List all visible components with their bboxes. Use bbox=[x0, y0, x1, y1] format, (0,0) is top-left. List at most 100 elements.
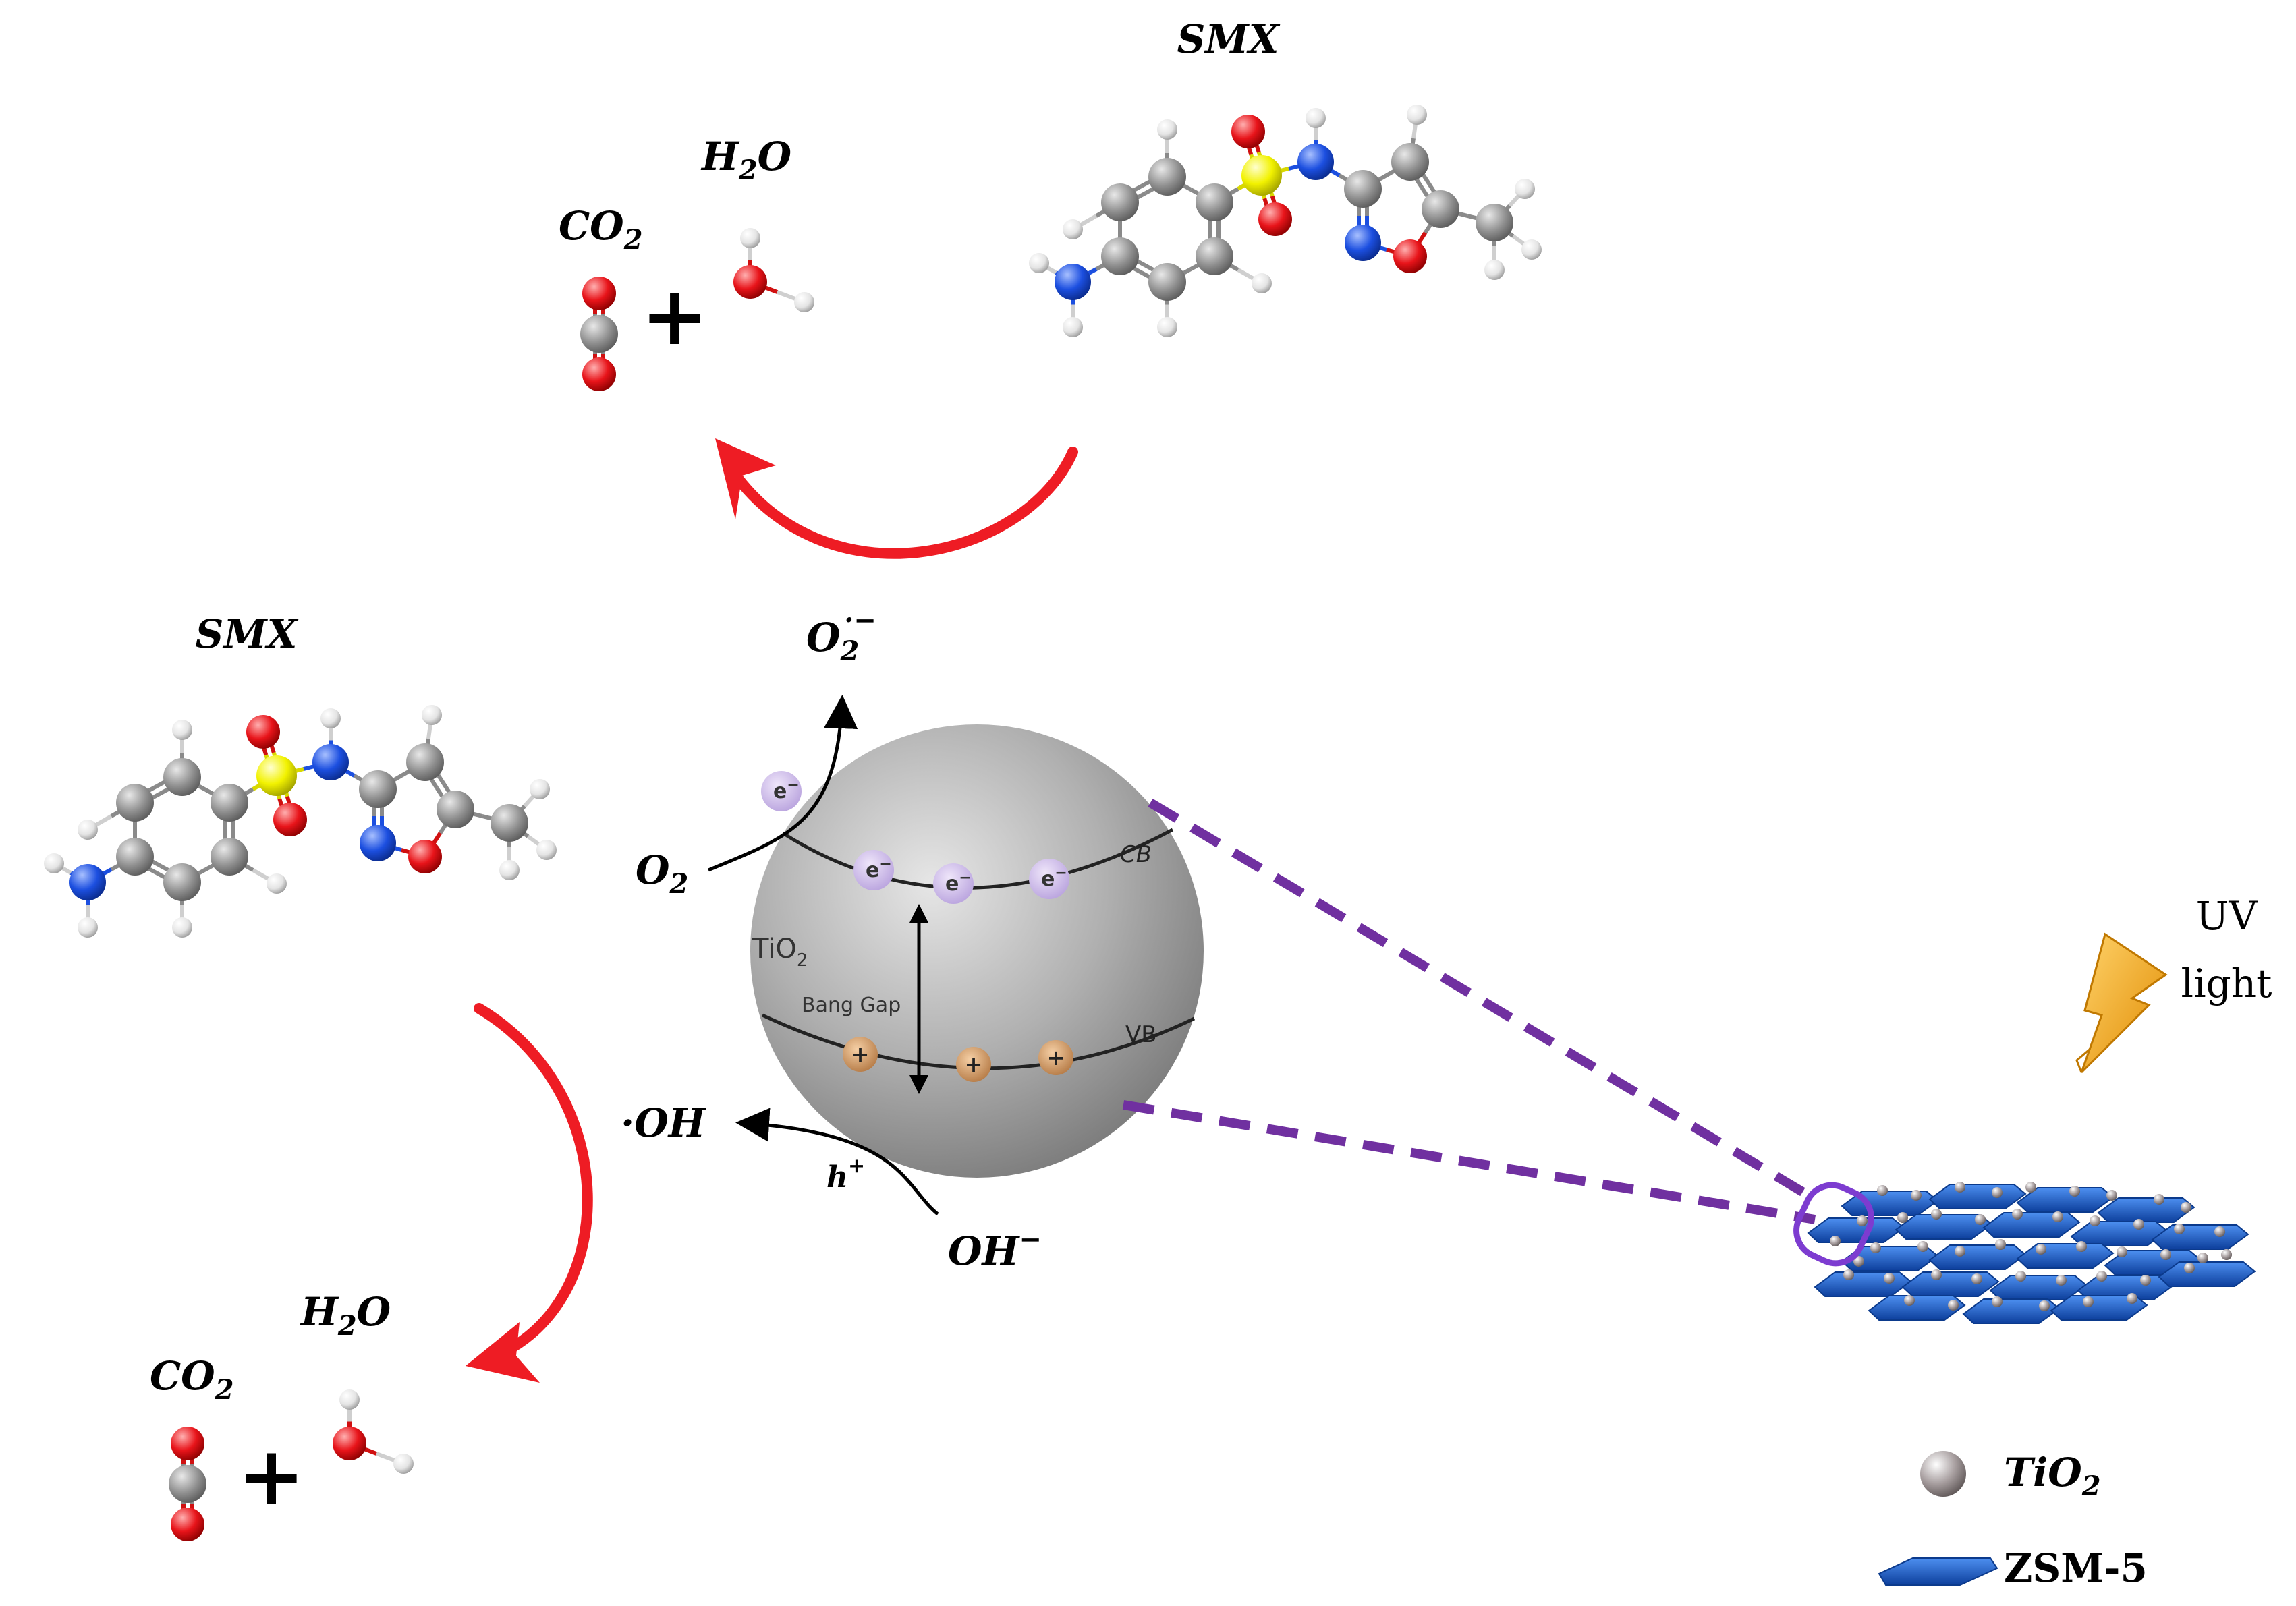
oxygen-atom bbox=[246, 715, 280, 749]
hole-label: h+ bbox=[827, 1154, 865, 1195]
tio2-sphere-label: TiO2 bbox=[752, 934, 808, 971]
tio2-particle-icon bbox=[1830, 1236, 1841, 1246]
tio2-particle-icon bbox=[1948, 1300, 1959, 1311]
hydrogen-atom bbox=[267, 873, 287, 894]
tio2-particle-icon bbox=[1857, 1215, 1868, 1226]
hydrogen-atom bbox=[44, 853, 64, 873]
hydrogen-atom bbox=[172, 720, 192, 740]
hole-symbol: + bbox=[1047, 1045, 1065, 1070]
plus-sign-top: + bbox=[641, 270, 709, 364]
nitrogen-atom bbox=[360, 825, 396, 861]
carbon-atom bbox=[359, 770, 397, 808]
tio2-particle-icon bbox=[2039, 1300, 2050, 1311]
carbon-atom bbox=[1196, 183, 1233, 221]
carbon-atom bbox=[1148, 263, 1186, 301]
carbon-atom bbox=[169, 1465, 206, 1503]
tio2-particle-icon bbox=[2106, 1190, 2117, 1201]
hydrogen-atom bbox=[1063, 219, 1083, 239]
nitrogen-atom bbox=[1297, 144, 1334, 180]
tio2-particle-icon bbox=[1904, 1295, 1915, 1306]
zsm5-crystal-icon bbox=[1868, 1295, 1966, 1321]
tio2-particle-icon bbox=[2214, 1226, 2225, 1237]
band-gap-arrowhead-down bbox=[909, 1075, 928, 1094]
zsm5-crystal-icon bbox=[2097, 1197, 2195, 1223]
red-arrowhead-top bbox=[715, 438, 776, 519]
co2-molecule-top bbox=[580, 277, 618, 391]
electron-icon bbox=[761, 771, 802, 811]
zoom-dashed-line-bottom bbox=[1122, 1100, 1816, 1224]
h2o-molecule-top bbox=[733, 228, 814, 312]
hydroxide-label: OH− bbox=[948, 1224, 1042, 1274]
oxygen-atom bbox=[582, 277, 616, 310]
tio2-particle-icon bbox=[1992, 1296, 2003, 1307]
electron-icon bbox=[853, 850, 894, 890]
hydrogen-atom bbox=[320, 708, 341, 728]
zsm5-crystal-icon bbox=[2016, 1243, 2115, 1269]
tio2-particle-icon bbox=[2117, 1246, 2127, 1257]
tio2-particle-icon bbox=[2052, 1211, 2063, 1222]
tio2-particle-icon bbox=[2012, 1209, 2023, 1220]
hydrogen-atom bbox=[1029, 253, 1049, 273]
hydrogen-atom bbox=[1407, 105, 1427, 125]
hydrogen-atom bbox=[1515, 179, 1535, 199]
tio2-particle-icon bbox=[2221, 1249, 2232, 1260]
svg-text:H2O: H2O bbox=[700, 134, 792, 186]
carbon-atom bbox=[406, 743, 444, 781]
tio2-particle-icon bbox=[1911, 1190, 1922, 1201]
tio2-particle-icon bbox=[2076, 1241, 2087, 1252]
tio2-particle-icon bbox=[1971, 1273, 1982, 1284]
smx-molecule-left bbox=[44, 705, 557, 938]
smx-molecule-top bbox=[1029, 105, 1542, 337]
tio2-particle-icon bbox=[2036, 1244, 2046, 1255]
hydrogen-atom bbox=[339, 1389, 360, 1410]
cb-label: CB bbox=[1120, 841, 1152, 868]
zsm5-crystal-icon bbox=[2070, 1221, 2168, 1246]
hole-icon bbox=[956, 1047, 991, 1082]
oxygen-atom bbox=[171, 1427, 204, 1460]
carbon-atom bbox=[1391, 143, 1429, 181]
zsm5-crystal-icon bbox=[1982, 1212, 2081, 1238]
hydrogen-atom bbox=[78, 820, 98, 840]
hydrogen-atom bbox=[1063, 317, 1083, 337]
smx-top-label: SMX bbox=[1177, 16, 1280, 62]
tio2-particle-icon bbox=[2127, 1293, 2137, 1304]
tio2-particle-icon bbox=[1955, 1246, 1965, 1257]
zsm5-crystal-icon bbox=[2158, 1261, 2256, 1287]
tio2-particle-icon bbox=[1955, 1182, 1965, 1193]
svg-text:TiO2: TiO2 bbox=[2004, 1450, 2101, 1502]
legend-zsm5-label: ZSM-5 bbox=[2004, 1545, 2148, 1591]
co2-label-bottom: CO2 bbox=[150, 1353, 234, 1406]
electron-icon bbox=[1029, 859, 1069, 899]
tio2-particle-icon bbox=[2184, 1263, 2195, 1273]
legend-tio2-icon bbox=[1920, 1451, 1966, 1497]
carbon-atom bbox=[1476, 204, 1513, 241]
hydrogen-atom bbox=[530, 779, 550, 799]
tio2-particle-icon bbox=[1843, 1269, 1854, 1280]
tio2-particle-icon bbox=[1870, 1242, 1881, 1253]
band-gap-arrowhead-up bbox=[909, 904, 928, 923]
carbon-atom bbox=[1148, 158, 1186, 196]
nitrogen-atom bbox=[312, 744, 349, 780]
carbon-atom bbox=[116, 784, 154, 822]
hydrogen-atom bbox=[78, 917, 98, 938]
svg-text:TiO2: TiO2 bbox=[752, 934, 808, 971]
tio2-particle-icon bbox=[2096, 1271, 2107, 1282]
carbon-atom bbox=[1196, 237, 1233, 275]
svg-text:H2O: H2O bbox=[300, 1289, 391, 1342]
tio2-particle-icon bbox=[2197, 1253, 2208, 1263]
vb-label: VB bbox=[1125, 1021, 1157, 1048]
carbon-atom bbox=[580, 315, 618, 353]
hole-symbol: + bbox=[965, 1052, 983, 1077]
nitrogen-atom bbox=[1345, 225, 1381, 261]
tio2-particle-icon bbox=[2154, 1194, 2164, 1205]
hole-symbol: + bbox=[851, 1041, 870, 1067]
hydrogen-atom bbox=[1521, 239, 1542, 260]
red-arrow-top bbox=[723, 447, 1078, 559]
tio2-particle-icon bbox=[1853, 1256, 1864, 1267]
oxygen-atom bbox=[1393, 239, 1427, 273]
hole-icon bbox=[1038, 1040, 1073, 1075]
carbon-atom bbox=[211, 838, 248, 876]
carbon-atom bbox=[163, 863, 201, 901]
svg-text:OH−: OH− bbox=[948, 1224, 1042, 1274]
